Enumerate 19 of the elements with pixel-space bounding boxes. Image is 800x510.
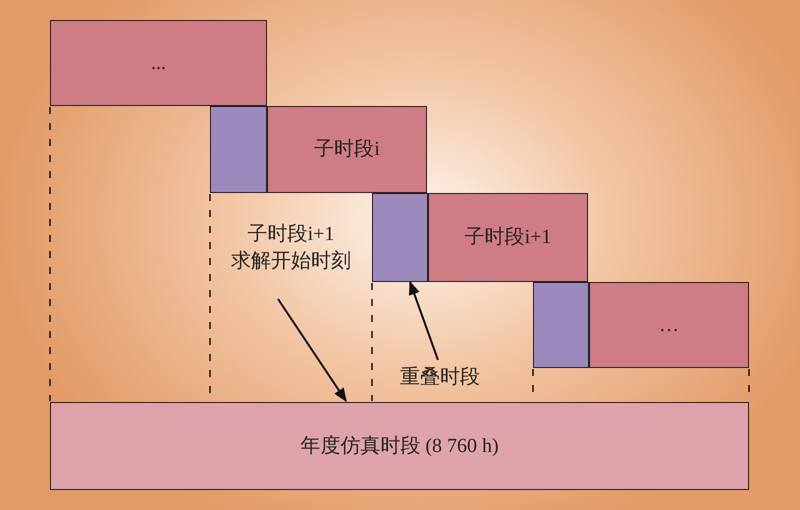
segment-label: …	[659, 312, 679, 338]
time-segment-bar	[589, 282, 749, 368]
time-segment-bar	[428, 193, 588, 282]
dashed-line	[371, 283, 373, 401]
overlap-block	[533, 282, 589, 368]
arrow	[277, 298, 347, 402]
period-label: 年度仿真时段 (8 760 h)	[300, 434, 499, 458]
time-segment-bar	[267, 106, 427, 193]
arrow	[408, 280, 439, 360]
time-segment-bar	[50, 20, 267, 106]
overlap-block	[372, 193, 428, 282]
annotation-text: 子时段i+1求解开始时刻	[212, 212, 370, 284]
dashed-line	[49, 107, 51, 401]
segment-label: 子时段i	[314, 137, 380, 162]
annotation-text: 重叠时段	[382, 360, 498, 394]
segment-label: 子时段i+1	[464, 225, 552, 250]
segment-label: ...	[151, 50, 166, 76]
annual-period-bar	[50, 402, 749, 490]
overlap-block	[210, 106, 267, 193]
